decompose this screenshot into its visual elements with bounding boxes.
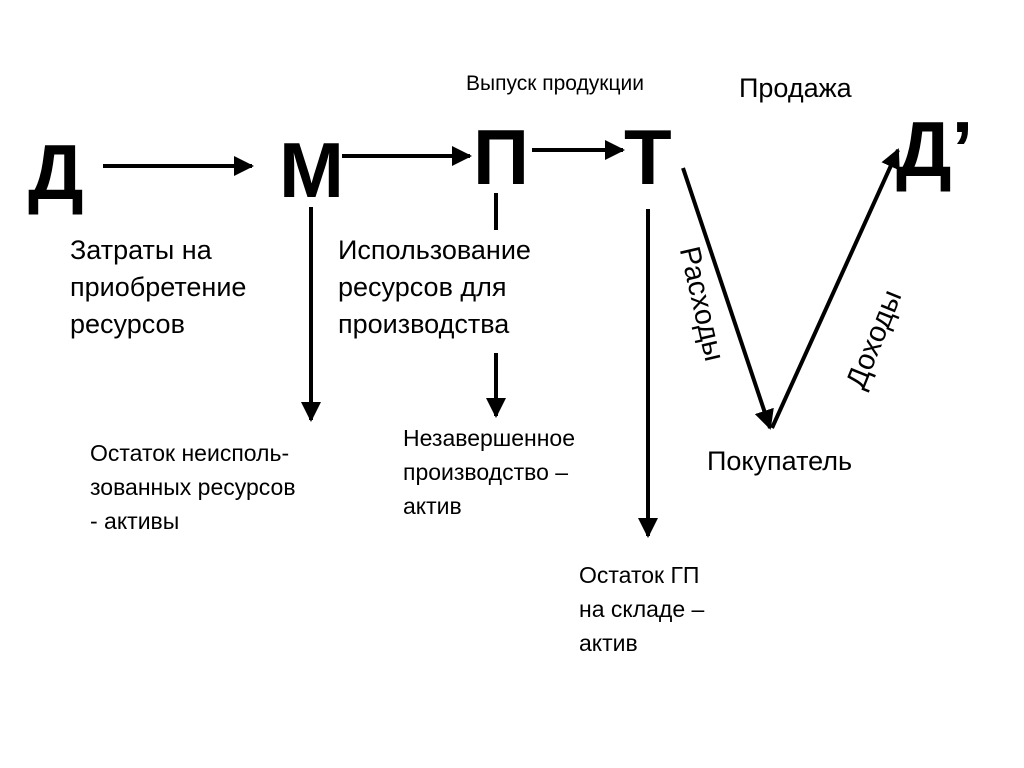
arrow-buyer-to-d-prime — [770, 148, 900, 429]
stage-p: П — [473, 113, 530, 201]
caption-sale: Продажа — [739, 73, 852, 103]
caption-wip: Незавершенное производство – актив — [403, 425, 576, 519]
stage-m: М — [279, 126, 344, 214]
caption-buyer: Покупатель — [707, 446, 853, 476]
caption-purchase-costs: Затраты на приобретение ресурсов — [70, 235, 247, 339]
stage-d-prime: Д’ — [896, 105, 974, 193]
stage-d: Д — [28, 128, 84, 216]
caption-finished-goods: Остаток ГП на складе – актив — [579, 562, 705, 656]
stage-t: Т — [624, 113, 672, 201]
arrow-t-to-buyer — [681, 167, 774, 430]
caption-resource-use: Использование ресурсов для производства — [338, 235, 531, 339]
caption-unused-resources: Остаток неисполь- зованных ресурсов - ак… — [90, 440, 296, 534]
caption-release: Выпуск продукции — [466, 72, 644, 95]
